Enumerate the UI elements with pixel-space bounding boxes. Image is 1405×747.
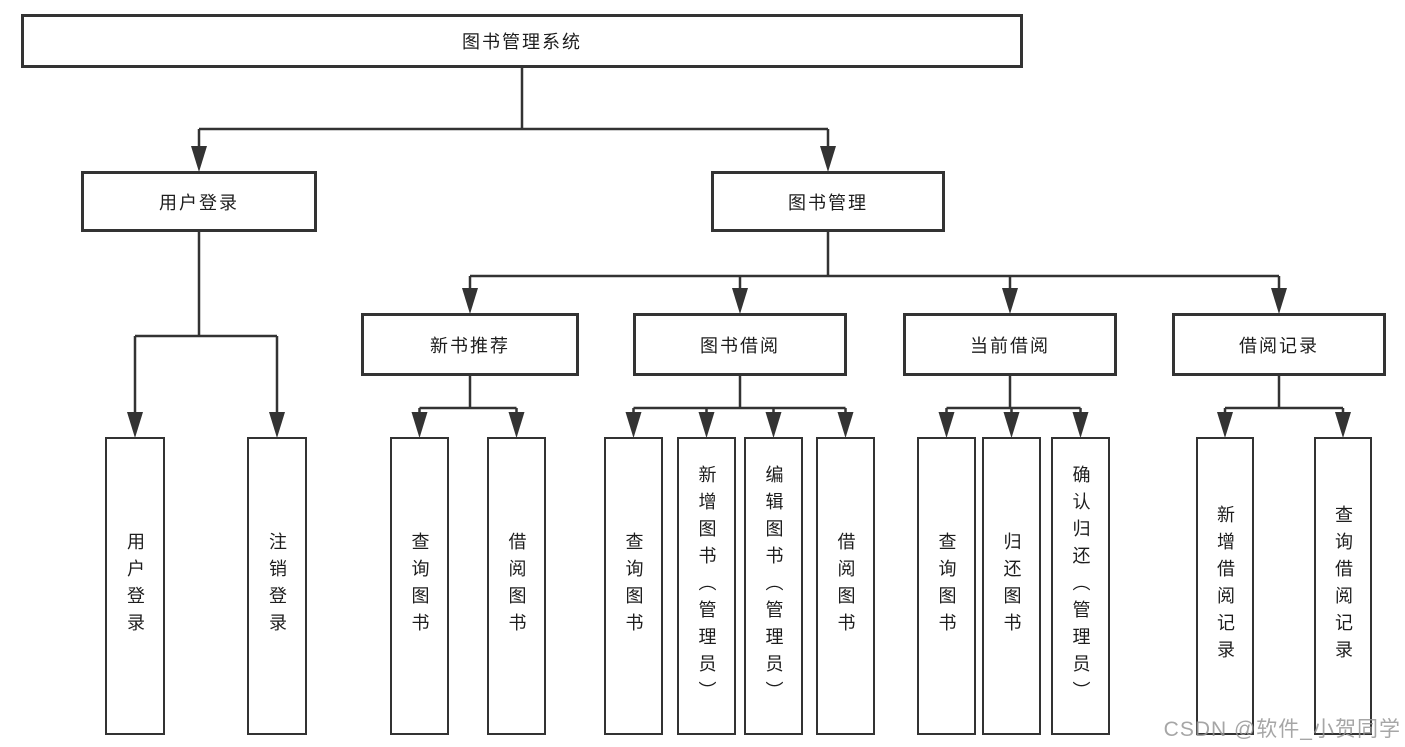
node-label: 用户登录: [125, 532, 145, 640]
node-label: 确认归还（管理员）: [1070, 464, 1091, 708]
node-label: 图书管理系统: [462, 32, 582, 52]
node-leaf-user-login: 用户登录: [105, 437, 165, 735]
node-book-mgmt: 图书管理: [711, 171, 945, 232]
arrowhead-icon: [1271, 288, 1287, 314]
watermark: CSDN @软件_小贺同学: [1163, 718, 1401, 741]
arrowhead-icon: [462, 288, 478, 314]
node-label: 用户登录: [159, 192, 239, 213]
arrowhead-icon: [269, 412, 285, 438]
arrowhead-icon: [1072, 412, 1089, 438]
node-leaf-query-borrow-record: 查询借阅记录: [1314, 437, 1372, 735]
node-leaf-confirm-return: 确认归还（管理员）: [1051, 437, 1110, 735]
arrowhead-icon: [1217, 412, 1233, 438]
arrowhead-icon: [1003, 412, 1020, 438]
node-label: 借阅图书: [835, 532, 856, 640]
arrowhead-icon: [1335, 412, 1351, 438]
node-label: 图书借阅: [700, 335, 780, 356]
node-label: 借阅记录: [1239, 335, 1319, 356]
node-label: 新书推荐: [430, 335, 510, 356]
node-label: 查询借阅记录: [1333, 505, 1353, 667]
arrowhead-icon: [732, 288, 748, 314]
node-leaf-query-book-2: 查询图书: [604, 437, 663, 735]
node-user-login: 用户登录: [81, 171, 317, 232]
node-leaf-borrow-book-1: 借阅图书: [487, 437, 546, 735]
arrowhead-icon: [625, 412, 642, 438]
arrowhead-icon: [127, 412, 143, 438]
arrowhead-icon: [820, 146, 836, 172]
node-new-book-rec: 新书推荐: [361, 313, 579, 376]
node-label: 借阅图书: [506, 532, 527, 640]
node-root: 图书管理系统: [21, 14, 1023, 68]
node-leaf-edit-book: 编辑图书（管理员）: [744, 437, 803, 735]
node-label: 查询图书: [409, 532, 430, 640]
arrowhead-icon: [508, 412, 525, 438]
node-book-borrow: 图书借阅: [633, 313, 847, 376]
node-label: 查询图书: [936, 532, 957, 640]
arrowhead-icon: [938, 412, 955, 438]
node-leaf-query-book-3: 查询图书: [917, 437, 976, 735]
node-borrow-records: 借阅记录: [1172, 313, 1386, 376]
node-leaf-logout: 注销登录: [247, 437, 307, 735]
node-label: 图书管理: [788, 192, 868, 213]
node-leaf-add-borrow-record: 新增借阅记录: [1196, 437, 1254, 735]
node-label: 注销登录: [267, 532, 287, 640]
node-leaf-return-book: 归还图书: [982, 437, 1041, 735]
arrowhead-icon: [765, 412, 782, 438]
node-label: 编辑图书（管理员）: [763, 464, 784, 708]
node-label: 当前借阅: [970, 335, 1050, 356]
arrowhead-icon: [837, 412, 854, 438]
node-label: 新增借阅记录: [1215, 505, 1235, 667]
arrowhead-icon: [191, 146, 207, 172]
node-leaf-query-book-1: 查询图书: [390, 437, 449, 735]
arrowhead-icon: [411, 412, 428, 438]
node-leaf-borrow-book-2: 借阅图书: [816, 437, 875, 735]
node-current-borrow: 当前借阅: [903, 313, 1117, 376]
node-label: 新增图书（管理员）: [696, 464, 717, 708]
arrowhead-icon: [698, 412, 715, 438]
node-leaf-add-book: 新增图书（管理员）: [677, 437, 736, 735]
arrowhead-icon: [1002, 288, 1018, 314]
node-label: 归还图书: [1001, 532, 1022, 640]
node-label: 查询图书: [623, 532, 644, 640]
